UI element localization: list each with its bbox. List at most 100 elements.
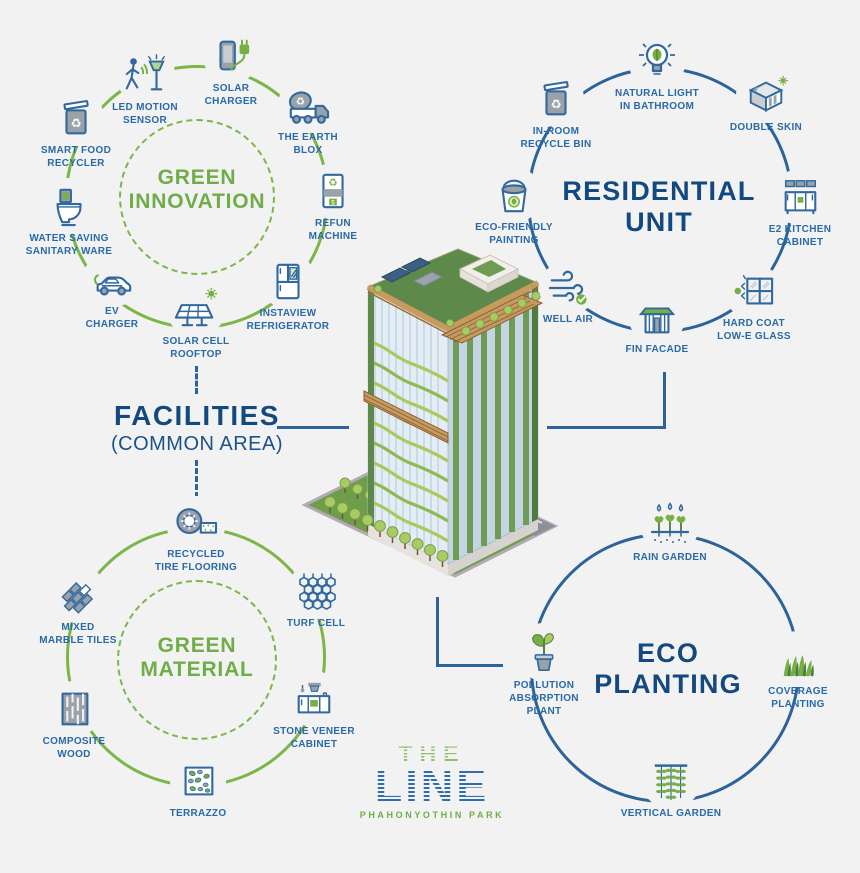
item-ev-charger: EV CHARGER <box>50 258 174 331</box>
smart-food-recycler-icon: ♻ <box>53 95 99 141</box>
item-refun-machine: ♻ $ REFUN MACHINE <box>271 168 395 243</box>
pollution-absorption-plant-icon <box>520 628 568 676</box>
item-label: POLLUTION ABSORPTION PLANT <box>509 680 579 717</box>
eco-connector-horizontal <box>436 664 503 667</box>
recycled-tire-flooring-icon <box>171 501 221 545</box>
fin-facade-icon <box>634 296 680 340</box>
item-label: TERRAZZO <box>169 808 227 819</box>
item-label: SMART FOOD RECYCLER <box>40 145 112 169</box>
eco-friendly-painting-icon <box>491 172 537 218</box>
item-label: EV CHARGER <box>85 306 139 330</box>
item-water-saving-sanitary-ware: WATER SAVING SANITARY WARE <box>7 183 131 258</box>
ev-charger-icon <box>87 258 137 302</box>
svg-text:$: $ <box>331 199 335 206</box>
the-line-logo: THE LINE PHAHONYOTHIN PARK <box>360 740 505 820</box>
item-label: TURF CELL <box>286 618 346 629</box>
refun-machine-icon: ♻ $ <box>310 168 356 214</box>
item-stone-veneer-cabinet: STONE VENEER CABINET <box>252 676 376 751</box>
eco-connector-vertical <box>436 597 439 667</box>
residential-connector-vertical <box>663 372 666 429</box>
vertical-garden-icon <box>646 756 696 804</box>
logo-word-line: LINE <box>360 763 505 808</box>
coverage-planting-icon <box>774 636 822 682</box>
item-label: DOUBLE SKIN <box>729 122 803 133</box>
in-room-recycle-bin-icon: ♻ <box>533 76 579 122</box>
item-label: COMPOSITE WOOD <box>42 736 106 760</box>
item-fin-facade: FIN FACADE <box>595 296 719 356</box>
item-the-earth-blox: ♻ THE EARTH BLOX <box>246 82 370 157</box>
item-composite-wood: COMPOSITE WOOD <box>12 686 136 761</box>
svg-text:♻: ♻ <box>296 96 305 108</box>
facilities-subtitle: (COMMON AREA) <box>110 433 284 455</box>
svg-text:♻: ♻ <box>70 117 81 131</box>
item-mixed-marble-tiles: MIXED MARBLE TILES <box>16 570 140 647</box>
residential-unit-title: RESIDENTIAL UNIT <box>562 176 756 237</box>
svg-text:♻: ♻ <box>550 98 561 112</box>
green-innovation-dashed-circle <box>119 119 275 275</box>
item-label: HARD COAT LOW-E GLASS <box>717 318 791 342</box>
solar-cell-rooftop-icon <box>171 284 221 332</box>
item-label: ECO-FRIENDLY PAINTING <box>475 222 553 246</box>
item-in-room-recycle-bin: ♻ IN-ROOM RECYCLE BIN <box>494 76 618 151</box>
composite-wood-icon <box>51 686 97 732</box>
item-double-skin: DOUBLE SKIN <box>704 72 828 134</box>
facilities-dashed-line-top <box>195 366 198 394</box>
item-well-air: WELL AIR <box>506 266 630 326</box>
svg-text:♻: ♻ <box>328 177 337 189</box>
item-label: NATURAL LIGHT IN BATHROOM <box>614 88 700 112</box>
item-hard-coat-low-e-glass: HARD COAT LOW-E GLASS <box>692 270 816 343</box>
item-label: VERTICAL GARDEN <box>620 808 722 819</box>
facilities-title: FACILITIES <box>114 400 280 431</box>
green-material-dashed-circle <box>117 580 277 740</box>
item-label: FIN FACADE <box>625 344 689 355</box>
item-turf-cell: TURF CELL <box>254 568 378 630</box>
eco-planting-title: ECO PLANTING <box>594 638 742 699</box>
item-coverage-planting: COVERAGE PLANTING <box>736 636 860 711</box>
building-illustration <box>290 243 566 621</box>
item-vertical-garden: VERTICAL GARDEN <box>609 756 733 820</box>
double-skin-icon <box>741 72 791 118</box>
instaview-refrigerator-icon <box>265 258 311 304</box>
item-label: THE EARTH BLOX <box>278 132 338 156</box>
green-material-title: GREEN MATERIAL <box>140 634 254 682</box>
mixed-marble-tiles-icon <box>54 570 102 618</box>
item-e2-kitchen-cabinet: E2 KITCHEN CABINET <box>738 174 860 249</box>
item-label: MIXED MARBLE TILES <box>39 622 117 646</box>
water-saving-sanitary-ware-icon <box>46 183 92 229</box>
solar-charger-icon <box>208 33 254 79</box>
e2-kitchen-cabinet-icon <box>776 174 824 220</box>
item-label: STONE VENEER CABINET <box>273 726 355 750</box>
item-solar-cell-rooftop: SOLAR CELL ROOFTOP <box>134 284 258 361</box>
item-label: SOLAR CHARGER <box>204 83 258 107</box>
item-natural-light-in-bathroom: NATURAL LIGHT IN BATHROOM <box>595 36 719 113</box>
rain-garden-icon <box>645 500 695 548</box>
item-label: RECYCLED TIRE FLOORING <box>154 549 238 573</box>
item-label: E2 KITCHEN CABINET <box>768 224 832 248</box>
turf-cell-icon <box>292 568 340 614</box>
natural-light-in-bathroom-icon <box>633 36 681 84</box>
item-terrazzo: TERRAZZO <box>136 758 260 820</box>
facilities-label: FACILITIES (COMMON AREA) <box>111 400 283 456</box>
item-led-motion-sensor: LED MOTION SENSOR <box>83 50 207 127</box>
building-svg <box>301 248 559 578</box>
item-eco-friendly-painting: ECO-FRIENDLY PAINTING <box>452 172 576 247</box>
item-label: WELL AIR <box>542 314 594 325</box>
item-label: INSTAVIEW REFRIGERATOR <box>246 308 330 332</box>
item-label: SOLAR CELL ROOFTOP <box>162 336 230 360</box>
led-motion-sensor-icon <box>120 50 170 98</box>
item-label: REFUN MACHINE <box>308 218 358 242</box>
logo-word-the: THE <box>360 740 505 767</box>
well-air-icon <box>544 266 592 310</box>
green-innovation-title: GREEN INNOVATION <box>128 166 266 214</box>
facilities-connector-line <box>277 426 349 429</box>
item-label: COVERAGE PLANTING <box>768 686 828 710</box>
item-solar-charger: SOLAR CHARGER <box>169 33 293 108</box>
the-earth-blox-icon: ♻ <box>283 82 333 128</box>
item-label: RAIN GARDEN <box>633 552 707 563</box>
item-smart-food-recycler: ♻ SMART FOOD RECYCLER <box>14 95 138 170</box>
stone-veneer-cabinet-icon <box>290 676 338 722</box>
residential-connector-horizontal <box>547 426 666 429</box>
logo-tagline: PHAHONYOTHIN PARK <box>359 810 505 821</box>
item-pollution-absorption-plant: POLLUTION ABSORPTION PLANT <box>482 628 606 718</box>
